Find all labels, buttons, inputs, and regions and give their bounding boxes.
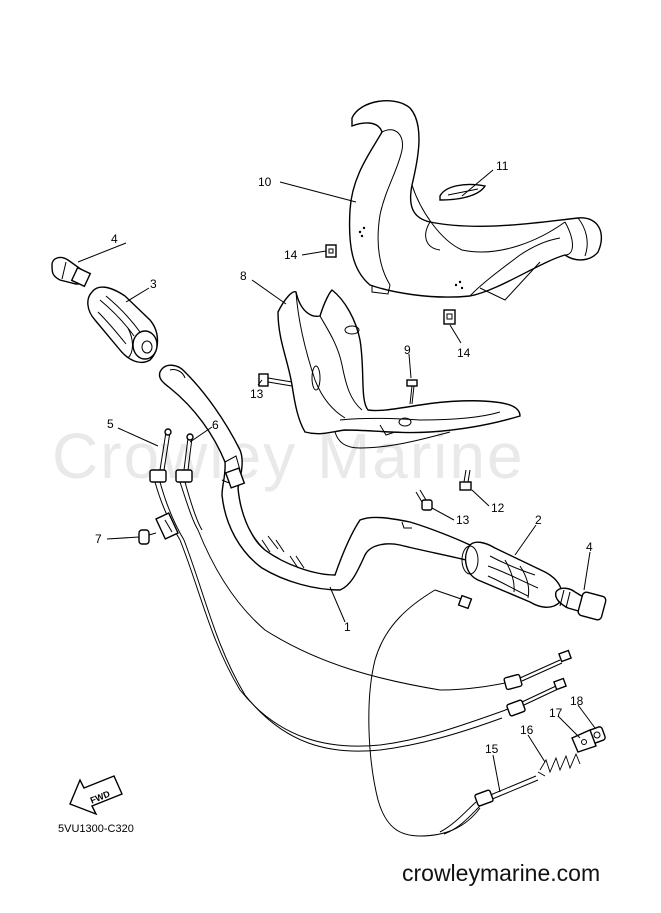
callout-4-left: 4	[111, 232, 118, 246]
callout-4-right: 4	[586, 540, 593, 554]
cover-pad[interactable]	[439, 183, 487, 201]
clip-nut-lower[interactable]	[443, 309, 456, 325]
fwd-arrow-icon: FWD	[69, 775, 123, 816]
screw-13-lower[interactable]	[415, 489, 433, 511]
grip-right[interactable]	[461, 541, 563, 608]
choke-cable-right[interactable]	[499, 677, 567, 717]
watermark: Crowley Marine	[52, 420, 525, 492]
callout-8: 8	[240, 269, 247, 283]
cable-15[interactable]	[439, 775, 539, 835]
callout-3: 3	[150, 277, 157, 291]
grip-end-left[interactable]	[51, 256, 92, 288]
return-spring[interactable]	[537, 752, 581, 777]
screw-12[interactable]	[459, 469, 472, 491]
choke-cable[interactable]	[175, 433, 441, 691]
diagram-code: 5VU1300-C320	[58, 823, 134, 835]
callout-10: 10	[258, 175, 272, 189]
callout-17: 17	[549, 706, 563, 720]
callout-16: 16	[520, 723, 534, 737]
callout-15: 15	[485, 742, 499, 756]
grip-end-right[interactable]	[554, 587, 607, 621]
small-cable[interactable]	[368, 589, 481, 837]
callout-1: 1	[344, 620, 351, 634]
throttle-cable[interactable]	[149, 428, 503, 752]
callout-11: 11	[496, 159, 509, 173]
callout-7: 7	[95, 532, 102, 546]
callout-2: 2	[535, 513, 542, 527]
callout-13-upper: 13	[250, 387, 264, 401]
screw-13-upper[interactable]	[258, 373, 293, 387]
callout-13-lower: 13	[456, 513, 470, 527]
throttle-cable-right[interactable]	[439, 649, 572, 691]
callout-5: 5	[107, 417, 114, 431]
callout-14-lower: 14	[457, 346, 471, 360]
callout-9: 9	[404, 343, 411, 357]
callout-14-upper: 14	[284, 248, 298, 262]
leader-lines	[77, 169, 596, 793]
lower-cover[interactable]	[277, 289, 521, 449]
screw-7[interactable]	[138, 529, 157, 545]
cable-fitting[interactable]	[155, 512, 179, 540]
callout-18: 18	[570, 694, 584, 708]
callout-labels: 10 11 4 3 14 8 14 9 13 5 6 12 13 7 2 4 1…	[95, 159, 593, 756]
grip-left[interactable]	[87, 286, 159, 364]
callout-6: 6	[212, 418, 219, 432]
handlebar-cover[interactable]	[348, 100, 603, 301]
clip-nut-upper[interactable]	[325, 244, 337, 258]
screw-9[interactable]	[406, 379, 418, 405]
callout-12: 12	[491, 501, 505, 515]
site-url[interactable]: crowleymarine.com	[402, 860, 601, 886]
